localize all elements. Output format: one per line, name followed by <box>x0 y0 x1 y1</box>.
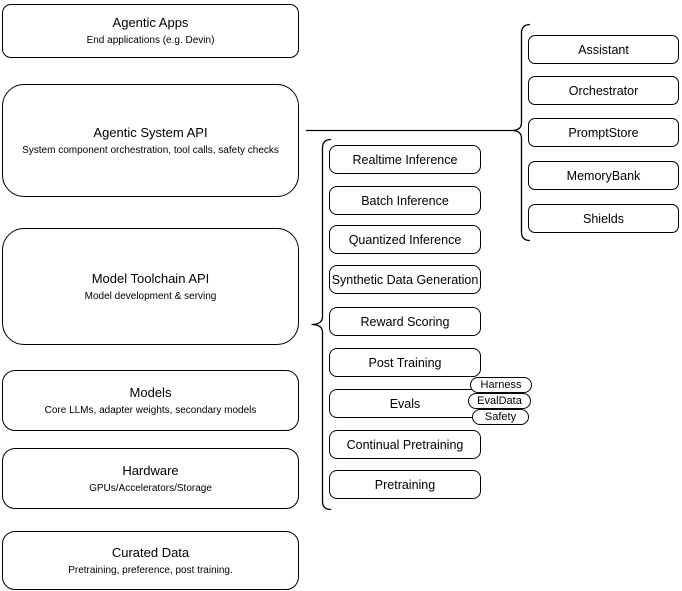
node-title: Models <box>129 384 172 400</box>
node-label: Shields <box>583 211 624 226</box>
node-memorybank: MemoryBank <box>528 161 679 190</box>
node-model-toolchain-api: Model Toolchain API Model development & … <box>2 228 299 345</box>
node-continual-pretraining: Continual Pretraining <box>329 430 481 459</box>
node-label: Realtime Inference <box>352 152 458 167</box>
node-subtitle: System component orchestration, tool cal… <box>22 144 279 156</box>
node-quantized-inference: Quantized Inference <box>329 225 481 254</box>
tag-label: Safety <box>484 410 517 423</box>
node-batch-inference: Batch Inference <box>329 186 481 215</box>
node-orchestrator: Orchestrator <box>528 76 679 105</box>
node-title: Agentic System API <box>93 124 208 140</box>
node-label: MemoryBank <box>566 168 641 183</box>
node-label: PromptStore <box>568 125 639 140</box>
node-models: Models Core LLMs, adapter weights, secon… <box>2 370 299 431</box>
node-title: Agentic Apps <box>112 15 189 30</box>
node-reward-scoring: Reward Scoring <box>329 307 481 336</box>
node-label: Quantized Inference <box>348 232 462 247</box>
node-label: Batch Inference <box>361 193 449 208</box>
node-label: Evals <box>389 396 421 411</box>
node-evals: Evals <box>329 389 481 418</box>
node-label: Pretraining <box>374 477 436 492</box>
node-subtitle: End applications (e.g. Devin) <box>86 35 215 46</box>
node-subtitle: Pretraining, preference, post training. <box>68 564 233 576</box>
node-pretraining: Pretraining <box>329 470 481 499</box>
node-title: Curated Data <box>111 544 190 560</box>
node-curated-data: Curated Data Pretraining, preference, po… <box>2 531 299 590</box>
node-post-training: Post Training <box>329 348 481 377</box>
node-hardware: Hardware GPUs/Accelerators/Storage <box>2 448 299 509</box>
tag-label: Harness <box>480 378 522 391</box>
tag-label: EvalData <box>477 394 522 407</box>
node-label: Continual Pretraining <box>346 437 464 452</box>
node-agentic-system-api: Agentic System API System component orch… <box>2 84 299 197</box>
tag-evaldata: EvalData <box>468 393 531 409</box>
node-label: Post Training <box>368 355 442 370</box>
node-title: Hardware <box>122 462 179 478</box>
tag-harness: Harness <box>470 377 532 393</box>
node-realtime-inference: Realtime Inference <box>329 145 481 174</box>
node-title: Model Toolchain API <box>91 270 210 286</box>
node-label: Reward Scoring <box>360 314 450 329</box>
brace-toolchain <box>311 138 332 511</box>
node-subtitle: Core LLMs, adapter weights, secondary mo… <box>44 404 257 416</box>
node-label: Synthetic Data Generation <box>331 272 479 287</box>
node-shields: Shields <box>528 204 679 233</box>
node-agentic-apps: Agentic Apps End applications (e.g. Devi… <box>2 4 299 58</box>
node-assistant: Assistant <box>528 35 679 64</box>
brace-agentic-components <box>511 23 531 242</box>
node-synthetic-data-generation: Synthetic Data Generation <box>329 265 481 294</box>
node-subtitle: GPUs/Accelerators/Storage <box>89 482 212 494</box>
node-label: Assistant <box>578 42 629 57</box>
node-promptstore: PromptStore <box>528 118 679 147</box>
tag-safety: Safety <box>472 409 529 425</box>
node-subtitle: Model development & serving <box>84 290 217 302</box>
node-label: Orchestrator <box>568 83 639 98</box>
